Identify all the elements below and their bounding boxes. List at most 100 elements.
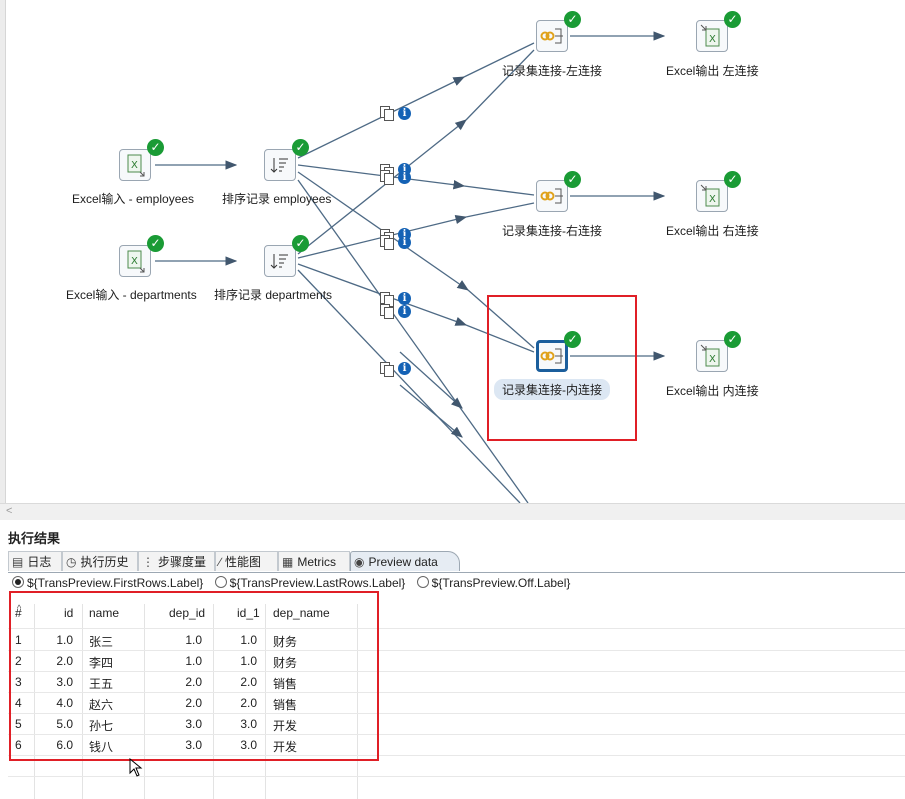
table-cell[interactable]: 1 — [15, 633, 22, 647]
copy-rows-icon[interactable] — [380, 304, 394, 319]
preview-data-table[interactable] — [8, 604, 905, 799]
sort-indicator-icon: ^ — [17, 603, 22, 613]
table-cell[interactable]: 财务 — [273, 656, 298, 670]
tab-history[interactable]: ◷执行历史 — [62, 551, 138, 571]
table-cell[interactable]: 销售 — [273, 698, 298, 712]
sort-departments-step[interactable] — [264, 245, 296, 277]
radio-off[interactable]: ${TransPreview.Off.Label} — [416, 576, 571, 590]
table-cell[interactable]: 1.0 — [240, 633, 257, 647]
table-cell[interactable]: 3.0 — [240, 738, 257, 752]
radio-first-rows[interactable]: ${TransPreview.FirstRows.Label} — [12, 576, 203, 590]
step-label: 排序记录 departments — [214, 288, 333, 302]
step-label-selected: 记录集连接-内连接 — [494, 379, 610, 400]
success-check-icon: ✓ — [564, 11, 581, 28]
tab-label: Preview data — [368, 555, 438, 569]
merge-join-left-step[interactable] — [536, 20, 568, 52]
table-cell[interactable]: 1.0 — [185, 654, 202, 668]
info-icon[interactable]: i — [398, 305, 411, 318]
radio-checked-icon — [12, 576, 24, 588]
excel-output-left-step[interactable]: X — [696, 20, 728, 52]
excel-output-right-step[interactable]: X — [696, 180, 728, 212]
table-cell[interactable]: 孙七 — [89, 719, 114, 733]
column-header-dep-name[interactable]: dep_name — [273, 606, 330, 620]
excel-output-inner-step[interactable]: X — [696, 340, 728, 372]
canvas-horizontal-scrollbar[interactable]: < — [0, 503, 905, 520]
copy-rows-icon[interactable] — [380, 106, 394, 121]
table-cell[interactable]: 开发 — [273, 719, 298, 733]
sort-rows-icon — [270, 158, 288, 173]
table-cell[interactable]: 5.0 — [56, 717, 73, 731]
table-cell[interactable]: 6 — [15, 738, 22, 752]
table-cell[interactable]: 1.0 — [240, 654, 257, 668]
table-cell[interactable]: 财务 — [273, 635, 298, 649]
column-header-id-1[interactable]: id_1 — [237, 606, 260, 620]
table-cell[interactable]: 2.0 — [240, 675, 257, 689]
info-icon[interactable]: i — [398, 171, 411, 184]
table-cell[interactable]: 2.0 — [56, 654, 73, 668]
table-cell[interactable]: 4.0 — [56, 696, 73, 710]
table-cell[interactable]: 钱八 — [89, 740, 114, 754]
tab-metrics[interactable]: ▦Metrics — [278, 551, 350, 571]
radio-label: ${TransPreview.LastRows.Label} — [229, 576, 406, 590]
column-header-id[interactable]: id — [64, 606, 74, 620]
table-cell[interactable]: 2.0 — [185, 675, 202, 689]
success-check-icon: ✓ — [724, 331, 741, 348]
table-cell[interactable]: 1.0 — [56, 633, 73, 647]
table-cell[interactable]: 李四 — [89, 656, 114, 670]
tab-log[interactable]: ▤日志 — [8, 551, 62, 571]
info-icon[interactable]: i — [398, 236, 411, 249]
table-cell[interactable]: 3.0 — [56, 675, 73, 689]
excel-input-employees-step[interactable]: X — [119, 149, 151, 181]
tab-performance-chart[interactable]: ∕性能图 — [215, 551, 278, 571]
scroll-left-icon[interactable]: < — [6, 505, 13, 517]
metrics-icon: ▦ — [282, 555, 294, 569]
results-tabs: ▤日志 ◷执行历史 ⋮步骤度量 ∕性能图 ▦Metrics ◉Preview d… — [8, 551, 905, 573]
table-cell[interactable]: 2.0 — [185, 696, 202, 710]
copy-rows-icon[interactable] — [380, 235, 394, 250]
table-cell[interactable]: 3.0 — [185, 717, 202, 731]
merge-join-icon — [540, 348, 563, 364]
tab-step-metrics[interactable]: ⋮步骤度量 — [138, 551, 215, 571]
radio-label: ${TransPreview.Off.Label} — [431, 576, 571, 590]
table-cell[interactable]: 3.0 — [240, 717, 257, 731]
table-cell[interactable]: 销售 — [273, 677, 298, 691]
table-cell[interactable]: 开发 — [273, 740, 298, 754]
table-cell[interactable]: 5 — [15, 717, 22, 731]
success-check-icon: ✓ — [724, 11, 741, 28]
table-cell[interactable]: 3.0 — [185, 738, 202, 752]
table-cell[interactable]: 2 — [15, 654, 22, 668]
sort-employees-step[interactable] — [264, 149, 296, 181]
step-label: Excel输出 右连接 — [666, 224, 759, 238]
results-panel-title: 执行结果 — [8, 531, 61, 546]
table-cell[interactable]: 赵六 — [89, 698, 114, 712]
svg-text:X: X — [709, 34, 716, 45]
info-icon[interactable]: i — [398, 362, 411, 375]
excel-input-icon: X — [127, 154, 145, 177]
info-icon[interactable]: i — [398, 107, 411, 120]
step-label: 记录集连接-右连接 — [502, 224, 602, 238]
excel-input-icon: X — [127, 250, 145, 273]
transformation-canvas[interactable]: X ✓ Excel输入 - employees ✓ 排序记录 employees… — [0, 0, 905, 503]
copy-rows-icon[interactable] — [380, 362, 394, 377]
table-cell[interactable]: 3 — [15, 675, 22, 689]
table-cell[interactable]: 6.0 — [56, 738, 73, 752]
table-cell[interactable]: 王五 — [89, 677, 114, 691]
merge-join-inner-step[interactable] — [536, 340, 568, 372]
log-icon: ▤ — [12, 555, 24, 569]
table-cell[interactable]: 4 — [15, 696, 22, 710]
column-header-name[interactable]: name — [89, 606, 120, 620]
table-cell[interactable]: 1.0 — [185, 633, 202, 647]
table-cell[interactable]: 张三 — [89, 635, 114, 649]
copy-rows-icon[interactable] — [380, 170, 394, 185]
mouse-cursor-icon — [129, 758, 143, 777]
column-header-rownum[interactable]: # — [15, 606, 22, 620]
svg-text:X: X — [709, 354, 716, 365]
table-cell[interactable]: 2.0 — [240, 696, 257, 710]
canvas-vertical-scrollbar[interactable] — [0, 0, 6, 503]
tab-preview-data[interactable]: ◉Preview data — [350, 551, 460, 571]
column-header-dep-id[interactable]: dep_id — [169, 606, 206, 620]
merge-join-right-step[interactable] — [536, 180, 568, 212]
info-icon[interactable]: i — [398, 292, 411, 305]
excel-input-departments-step[interactable]: X — [119, 245, 151, 277]
radio-last-rows[interactable]: ${TransPreview.LastRows.Label} — [214, 576, 406, 590]
